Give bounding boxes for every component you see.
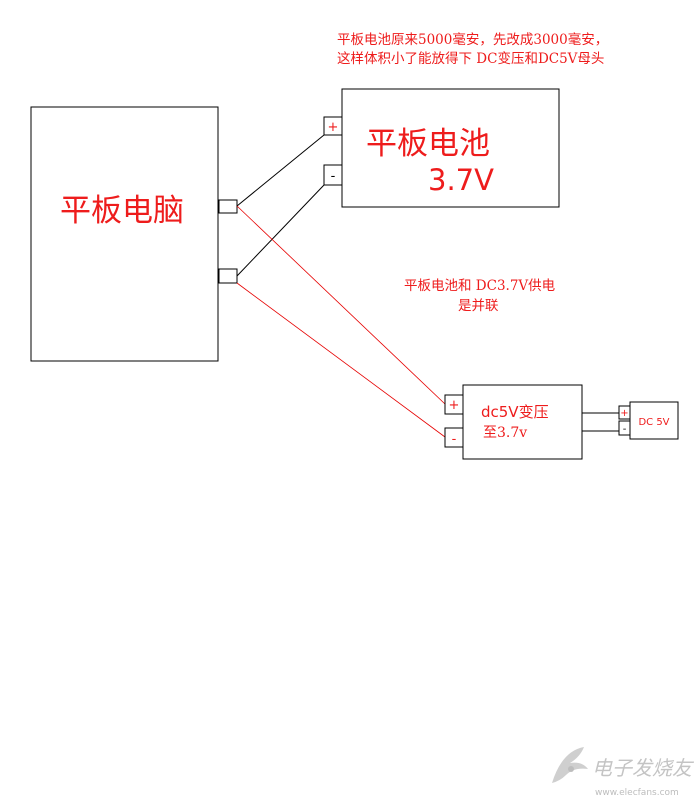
converter-plus-terminal	[444, 394, 464, 415]
note-parallel-line1: 平板电池和 DC3.7V供电	[404, 278, 555, 294]
note-top-line2: 这样体积小了能放得下 DC变压和DC5V母头	[337, 50, 604, 67]
converter-label-line1: dc5V变压	[481, 403, 549, 421]
note-parallel-line2: 是并联	[458, 298, 499, 314]
dc-jack-minus-sign: -	[623, 424, 627, 435]
tablet-terminal-top	[218, 199, 238, 214]
battery-voltage: 3.7V	[428, 163, 494, 197]
battery-box	[341, 88, 560, 208]
wire-red-positive	[236, 205, 446, 405]
battery-plus-terminal	[323, 116, 343, 136]
battery-minus-sign: -	[331, 169, 336, 184]
dc-jack-label: DC 5V	[638, 417, 669, 428]
battery-minus-terminal	[323, 164, 343, 186]
watermark-text: 电子发烧友	[592, 756, 695, 780]
tablet-terminal-bottom	[218, 268, 238, 284]
converter-label-line2: 至3.7v	[483, 425, 527, 441]
dc-jack-box	[629, 401, 679, 440]
battery-label: 平板电池	[366, 126, 490, 162]
note-top-line1: 平板电池原来5000毫安，先改成3000毫安，	[337, 31, 608, 48]
watermark-site: www.elecfans.com	[595, 788, 679, 798]
converter-box	[462, 384, 583, 460]
dc-jack-plus-sign: +	[620, 408, 628, 419]
tablet-label: 平板电脑	[60, 193, 184, 229]
watermark-logo-icon	[552, 747, 588, 783]
converter-minus-sign: -	[452, 432, 457, 447]
battery-plus-sign: +	[328, 120, 339, 135]
wire-black-negative	[236, 184, 325, 277]
converter-plus-sign: +	[449, 398, 460, 413]
wire-red-negative	[236, 282, 446, 438]
watermark: 电子发烧友 www.elecfans.com	[552, 747, 695, 798]
wire-black-positive	[236, 134, 325, 207]
converter-minus-terminal	[444, 427, 464, 448]
tablet-box	[30, 106, 219, 362]
